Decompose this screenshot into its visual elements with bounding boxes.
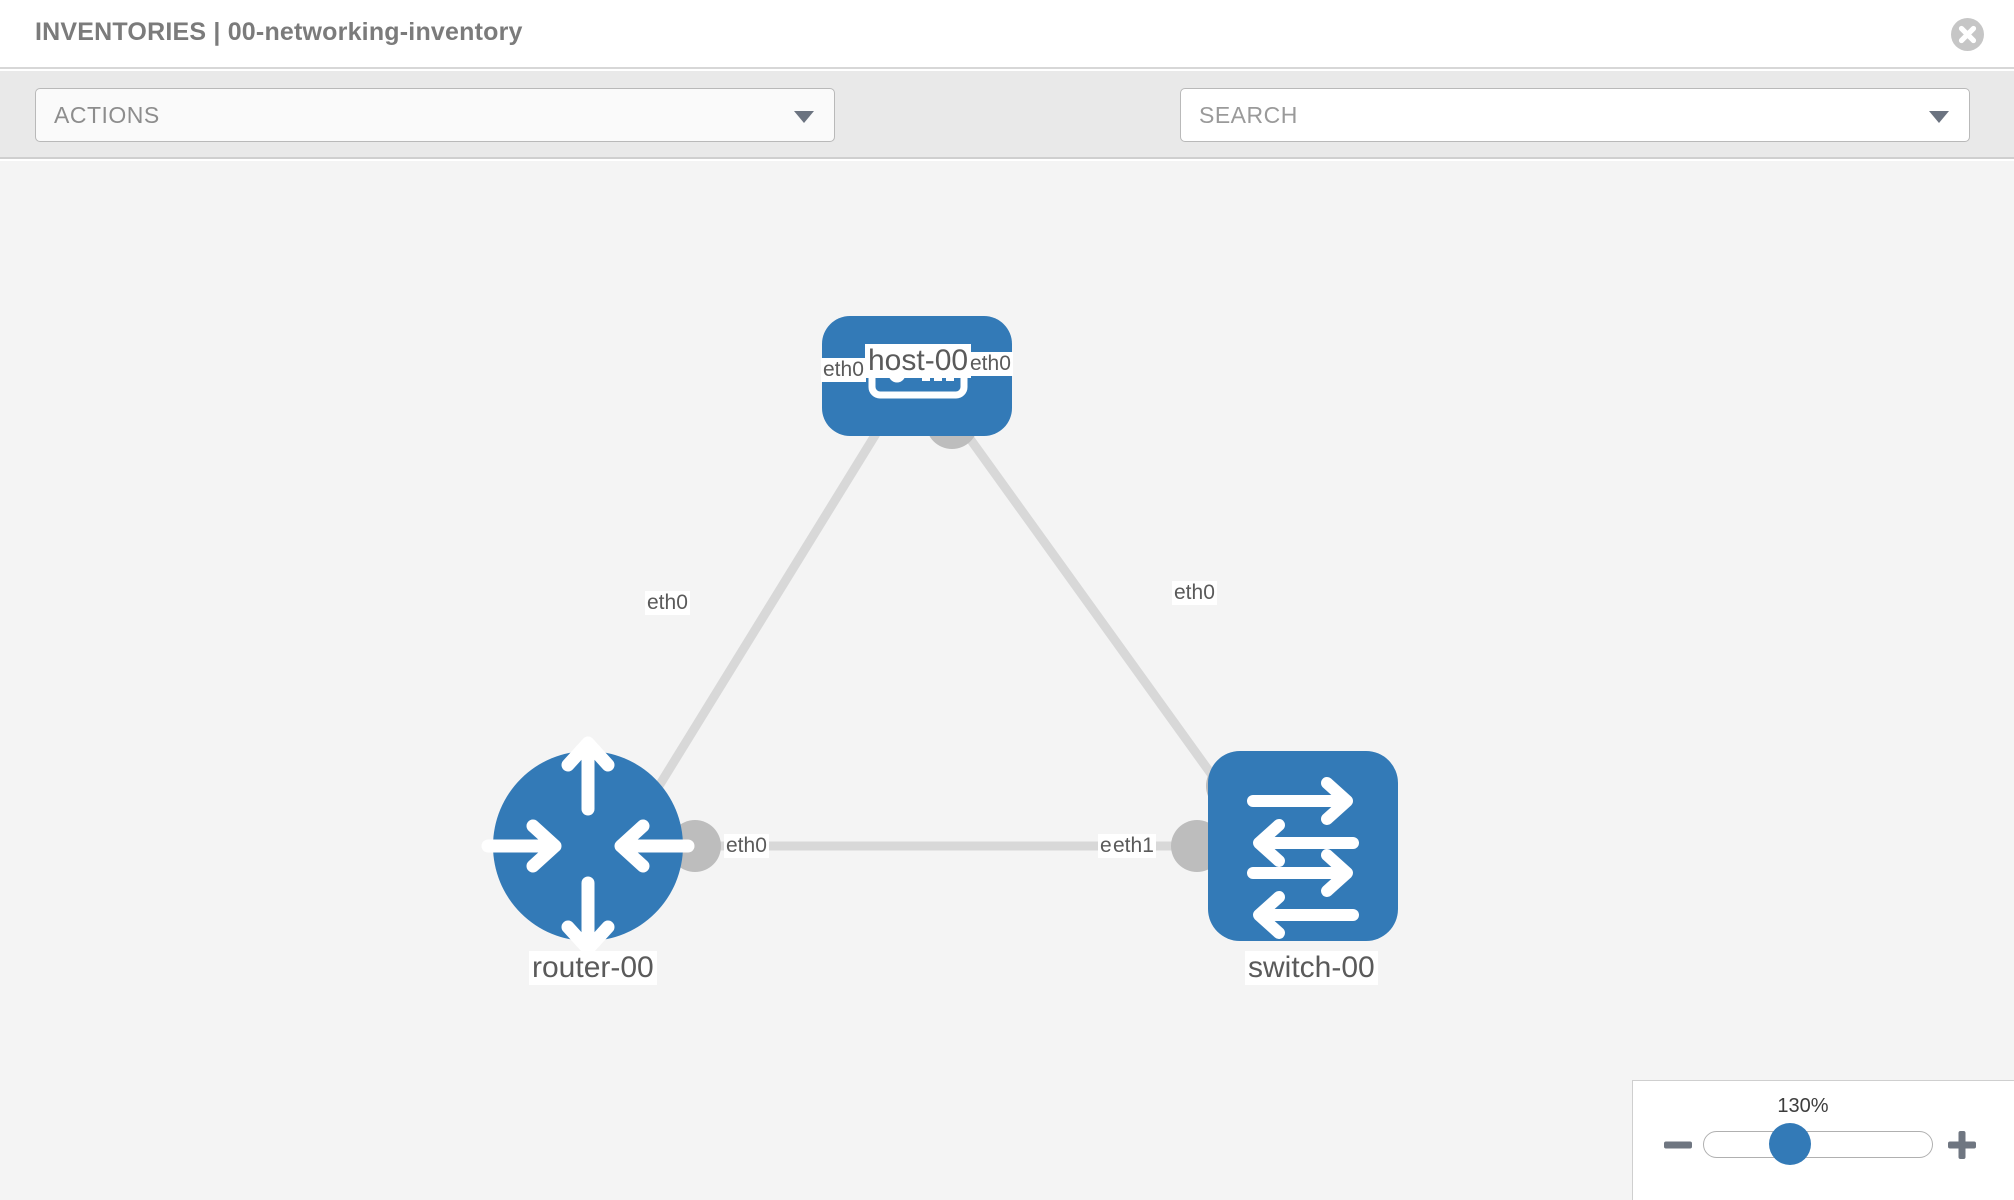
node-label-host-00: host-00: [865, 344, 972, 378]
node-label-router-00: router-00: [529, 951, 657, 985]
page-title: INVENTORIES | 00-networking-inventory: [35, 18, 523, 46]
topology-graph: [481, 316, 1398, 956]
interface-label-switch-eth1: eth1: [1111, 834, 1156, 858]
interface-label-router-eth0-uplink: eth0: [645, 591, 690, 615]
node-switch-00[interactable]: [1208, 751, 1398, 941]
zoom-level-label: 130%: [1777, 1095, 1829, 1117]
actions-dropdown-label: ACTIONS: [54, 102, 160, 128]
toolbar: ACTIONS SEARCH: [0, 71, 2014, 202]
topology-links: [626, 408, 1249, 851]
link-host-switch: [946, 408, 1249, 824]
chevron-down-icon[interactable]: [1929, 111, 1949, 123]
page-header: INVENTORIES | 00-networking-inventory: [0, 0, 2014, 69]
chevron-down-icon: [794, 111, 814, 123]
interface-label-host-eth0-right: eth0: [968, 352, 1013, 376]
close-icon[interactable]: [1951, 18, 1984, 51]
search-placeholder: SEARCH: [1199, 102, 1298, 128]
search-input[interactable]: SEARCH: [1180, 88, 1970, 142]
node-label-switch-00: switch-00: [1245, 951, 1378, 985]
zoom-control-panel: 130%: [1632, 1080, 2014, 1200]
zoom-slider-thumb[interactable]: [1769, 1123, 1811, 1165]
minus-icon[interactable]: [1661, 1128, 1695, 1162]
interface-label-host-eth0-left: eth0: [821, 358, 866, 382]
plus-icon[interactable]: [1945, 1128, 1979, 1162]
link-host-router: [626, 408, 894, 836]
interface-label-router-eth0: eth0: [724, 834, 769, 858]
actions-dropdown[interactable]: ACTIONS: [35, 88, 835, 142]
topology-canvas[interactable]: host-00 eth0 eth0 eth0 eth0 eth0 eth0 et…: [0, 161, 2014, 1200]
node-router-00[interactable]: [481, 736, 695, 956]
zoom-slider-track[interactable]: [1703, 1131, 1933, 1158]
interface-label-switch-eth0-uplink: eth0: [1172, 581, 1217, 605]
